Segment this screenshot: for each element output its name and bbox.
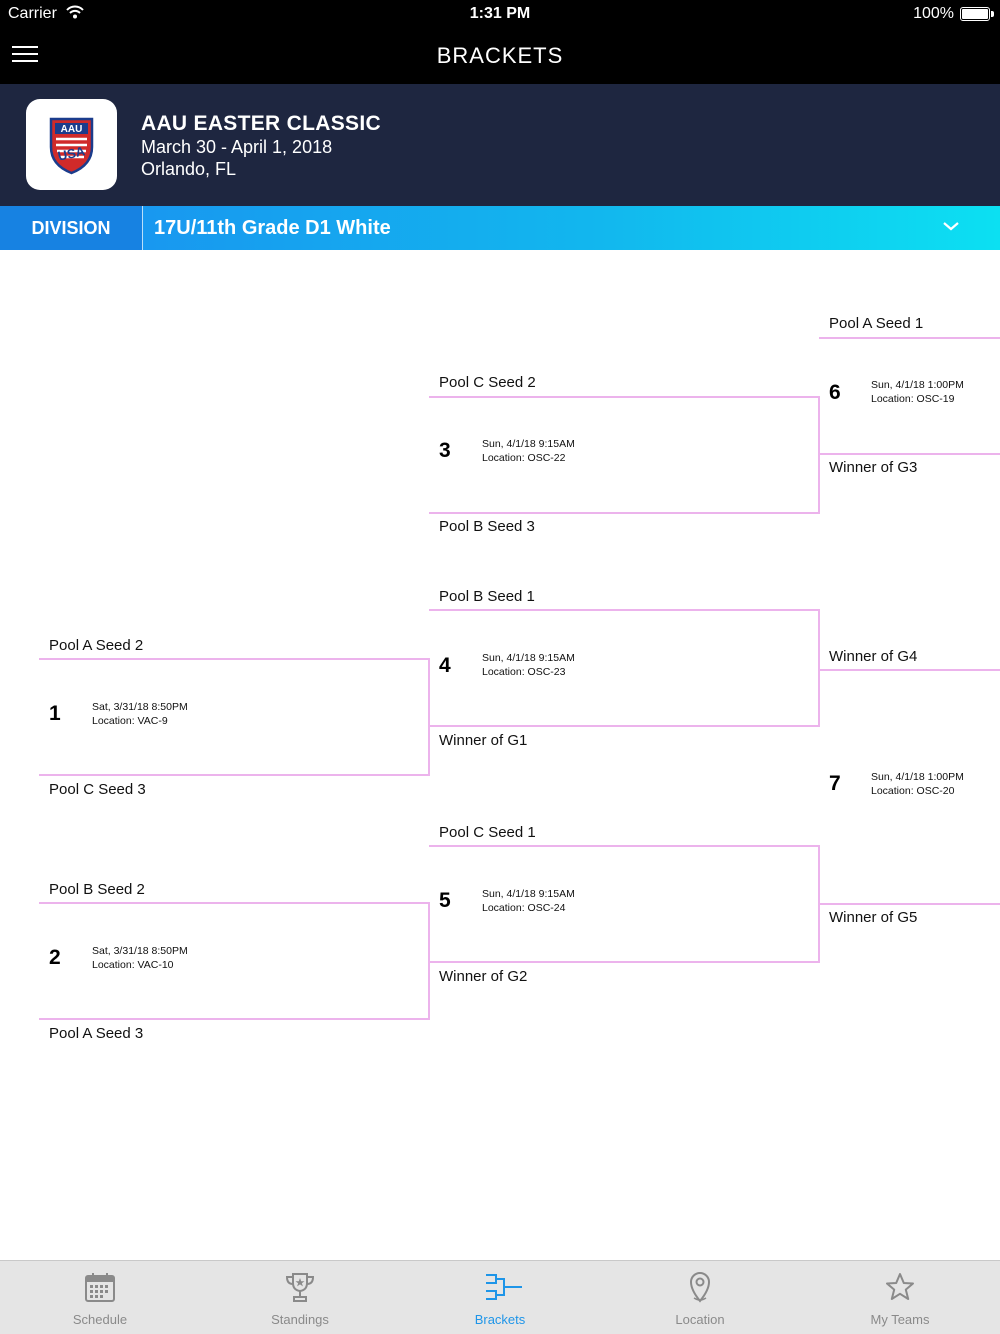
- bracket-icon: [486, 1274, 522, 1300]
- game-number: 1: [49, 702, 61, 725]
- game-datetime: Sat, 3/31/18 8:50PM: [92, 945, 188, 957]
- game-number: 6: [829, 381, 841, 404]
- chevron-down-icon[interactable]: [942, 220, 960, 232]
- calendar-icon: [85, 1273, 115, 1302]
- team-slot-bottom: Pool C Seed 3: [49, 781, 146, 798]
- tab-brackets[interactable]: Brackets: [400, 1261, 600, 1334]
- team-slot-top: Pool B Seed 2: [49, 881, 145, 898]
- team-slot-bottom: Pool B Seed 3: [439, 518, 535, 535]
- game-datetime: Sun, 4/1/18 9:15AM: [482, 438, 575, 450]
- team-slot-bottom: Winner of G1: [439, 732, 528, 749]
- team-slot-bottom: Pool A Seed 3: [49, 1025, 144, 1042]
- game-number: 3: [439, 439, 451, 462]
- game-datetime: Sun, 4/1/18 9:15AM: [482, 652, 575, 664]
- clock: 1:31 PM: [469, 5, 531, 22]
- event-dates: March 30 - April 1, 2018: [141, 137, 333, 157]
- team-slot-top: Pool C Seed 2: [439, 374, 536, 391]
- carrier-label: Carrier: [8, 5, 57, 22]
- division-value: 17U/11th Grade D1 White: [154, 217, 391, 239]
- team-slot-top: Pool B Seed 1: [439, 588, 535, 605]
- game-location: Location: OSC-24: [482, 902, 566, 914]
- game-location: Location: OSC-23: [482, 666, 566, 678]
- team-slot-top: Pool A Seed 2: [49, 637, 144, 654]
- game-location: Location: VAC-9: [92, 715, 168, 727]
- tab-label: Standings: [271, 1312, 329, 1327]
- game-location: Location: OSC-22: [482, 452, 566, 464]
- game-location: Location: OSC-19: [871, 393, 955, 405]
- status-bar: Carrier 1:31 PM 100%: [0, 0, 1000, 28]
- navigation-bar: BRACKETS: [0, 28, 1000, 84]
- battery-icon: [960, 7, 990, 21]
- game-number: 5: [439, 889, 451, 912]
- game-number: 7: [829, 772, 841, 795]
- tab-bar: Schedule Standings Brackets: [0, 1260, 1000, 1334]
- tab-label: Brackets: [474, 1312, 526, 1327]
- tab-label: My Teams: [870, 1312, 930, 1327]
- game-location: Location: VAC-10: [92, 959, 174, 971]
- tab-my-teams[interactable]: My Teams: [800, 1261, 1000, 1334]
- wifi-icon: [66, 5, 84, 19]
- svg-text:USA: USA: [56, 143, 87, 164]
- team-slot-bottom: Winner of G3: [829, 459, 918, 476]
- game-number: 2: [49, 946, 61, 969]
- team-slot-bottom: Winner of G2: [439, 968, 528, 985]
- tab-label: Schedule: [72, 1312, 128, 1327]
- event-header: AAU USA AAU EASTER CLASSIC March 30 - Ap…: [0, 84, 1000, 206]
- game-datetime: Sun, 4/1/18 1:00PM: [871, 379, 964, 391]
- team-slot-top: Pool A Seed 1: [829, 315, 924, 332]
- bracket-view[interactable]: Pool A Seed 2 1 Sat, 3/31/18 8:50PM Loca…: [0, 250, 1000, 1260]
- tab-location[interactable]: Location: [600, 1261, 800, 1334]
- battery-percent: 100%: [913, 5, 954, 22]
- game-datetime: Sat, 3/31/18 8:50PM: [92, 701, 188, 713]
- svg-text:AAU: AAU: [61, 124, 83, 135]
- tab-schedule[interactable]: Schedule: [0, 1261, 200, 1334]
- aau-shield-icon: AAU USA: [49, 117, 94, 175]
- team-slot-top: Pool C Seed 1: [439, 824, 536, 841]
- event-name: AAU EASTER CLASSIC: [141, 112, 381, 135]
- hamburger-menu-icon[interactable]: [12, 44, 40, 66]
- division-selector[interactable]: DIVISION 17U/11th Grade D1 White: [0, 206, 1000, 250]
- event-logo: AAU USA: [26, 99, 117, 190]
- tab-label: Location: [675, 1312, 725, 1327]
- division-label: DIVISION: [0, 206, 142, 250]
- game-datetime: Sun, 4/1/18 9:15AM: [482, 888, 575, 900]
- game-datetime: Sun, 4/1/18 1:00PM: [871, 771, 964, 783]
- page-title: BRACKETS: [436, 43, 564, 68]
- event-location: Orlando, FL: [141, 159, 237, 179]
- game-location: Location: OSC-20: [871, 785, 955, 797]
- star-icon: [886, 1273, 914, 1300]
- tab-standings[interactable]: Standings: [200, 1261, 400, 1334]
- game-number: 4: [439, 654, 451, 677]
- team-slot-bottom: Winner of G5: [829, 909, 918, 926]
- map-pin-icon: [689, 1272, 711, 1303]
- team-slot-top: Winner of G4: [829, 648, 918, 665]
- trophy-icon: [285, 1273, 315, 1302]
